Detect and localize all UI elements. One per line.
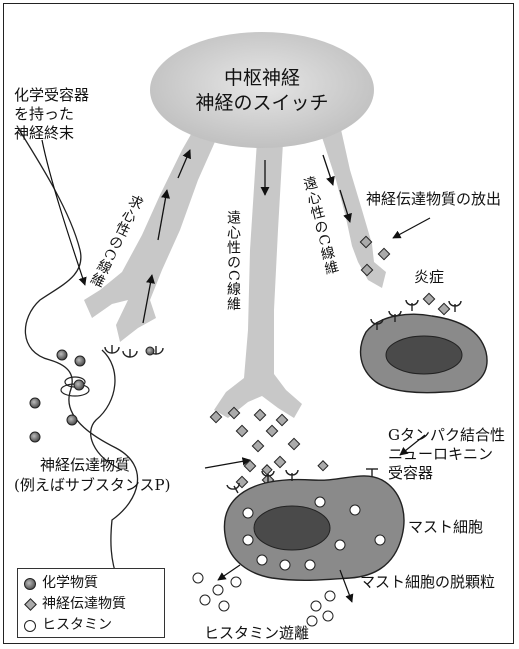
degranulation-label: マスト細胞の脱顆粒: [360, 573, 495, 592]
histamine-release-label: ヒスタミン遊離: [204, 624, 309, 643]
inflammation-label: 炎症: [414, 268, 444, 287]
legend: 化学物質 神経伝達物質 ヒスタミン: [17, 568, 165, 638]
release-label: 神経伝達物質の放出: [366, 190, 501, 209]
gprotein-receptor-label-line3: 受容器: [388, 464, 433, 483]
neurotransmitter-middle: [210, 407, 299, 487]
skin-outline: [18, 128, 138, 580]
neurotransmitter-label-line2: (例えばサブスタンスP): [14, 476, 171, 495]
airway-outline: [91, 350, 122, 470]
brain-label-line1: 中枢神経: [172, 66, 352, 91]
legend-item-histamine: ヒスタミン: [24, 615, 158, 636]
legend-label-histamine: ヒスタミン: [42, 615, 112, 636]
gprotein-receptor-label-line1: Gタンパク結合性: [388, 426, 505, 445]
brain-label-line2: 神経のスイッチ: [172, 91, 352, 116]
gprotein-receptor-label-line2: ニューロキニン: [388, 445, 493, 464]
chemoreceptor-label-line3: 神経終末: [14, 124, 74, 143]
chemical-particles: [30, 347, 154, 442]
chemoreceptor-label-line2: を持った: [14, 105, 74, 124]
inflamed-cell: [361, 314, 487, 392]
mast-cell-label: マスト細胞: [408, 518, 483, 537]
histamine-circle-icon: [24, 620, 36, 632]
efferent-fiber-label-middle: 遠心性のC線維: [223, 210, 243, 312]
legend-item-chemical: 化学物質: [24, 573, 158, 594]
released-histamine: [193, 573, 335, 626]
legend-label-neurotransmitter: 神経伝達物質: [42, 594, 126, 615]
afferent-c-fiber: [84, 110, 228, 342]
chemical-circle-icon: [24, 578, 36, 590]
chemoreceptor-label-line1: 化学受容器: [14, 86, 89, 105]
legend-item-neurotransmitter: 神経伝達物質: [24, 594, 158, 615]
neurotransmitter-label-line1: 神経伝達物質: [40, 456, 130, 475]
legend-label-chemical: 化学物質: [42, 573, 98, 594]
neurotransmitter-diamond-icon: [24, 598, 37, 611]
